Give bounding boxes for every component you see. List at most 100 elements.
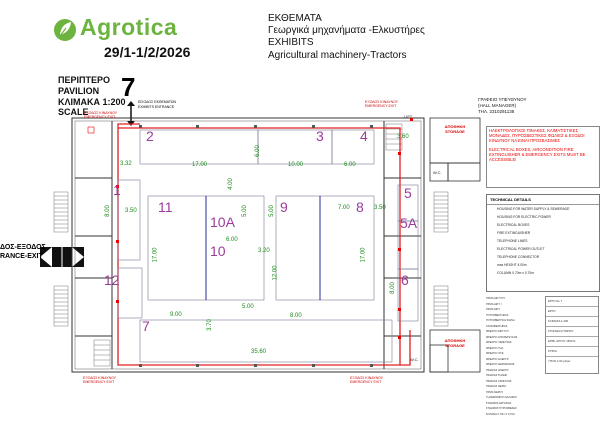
building-outline — [71, 117, 425, 373]
dimension-label: 4.00 — [227, 178, 234, 190]
info-row: ΕΡΓΟ Νο 7 — [546, 297, 598, 307]
emergency-exit-top-right: ΕΞΟΔΟΣ ΚΙΝΔΥΝΟΥ EMERGENCY EXIT — [365, 100, 399, 108]
legend-item: ΦΡΕΑΤΙΟ ΔΙΚΤΥΟΥ — [486, 330, 509, 333]
dimension-label: 17.00 — [192, 162, 208, 168]
dimension-label: 3.50 — [125, 208, 137, 214]
info-row: ΚΤΙΡΙΑ — [546, 347, 598, 357]
legend-item: ΠΡΙΖΑ ΔΙΚΤ. — [486, 308, 501, 311]
info-row: ΥΨΟΣ 4.00 μέτρα — [548, 359, 571, 363]
legend-item: ΠΥΡΟΣΒΕΣΤΙΚΗ ΦΩΛΙΑ — [486, 319, 515, 322]
tech-item: HOUSING FOR WATER SUPPLY & SEWERAGE — [497, 207, 570, 211]
dimension-label: 35.60 — [251, 349, 267, 355]
booth-number: 10A — [210, 214, 235, 230]
pavilion-number: 7 — [121, 72, 136, 102]
dimension-label: 3.32 — [120, 161, 132, 167]
legend-item: ΠΡΙΖΑ ΔΙΚΤΥΟΥ — [486, 297, 506, 300]
exhibits-title-gr: ΕΚΘΕΜΑΤΑ — [268, 13, 322, 24]
dimension-label: 17.00 — [360, 247, 367, 263]
exhibits-subtitle-en: Agricultural machinery-Tractors — [268, 50, 407, 61]
storage-gr: ΑΠΟΘΗΚΗ — [444, 124, 466, 129]
storage-label-bottom: ΑΠΟΘΗΚΗ STORAGE — [431, 338, 479, 348]
booth-number: 5 — [404, 185, 412, 201]
tech-item: max HEIGHT 4.00m — [497, 263, 527, 267]
scale-label-en: SCALE — [58, 107, 89, 117]
storage-en: STORAGE — [445, 129, 465, 134]
wc-label-bottom: W.C. — [410, 357, 419, 362]
legend-item: ΠΡΙΖΑ ΝΕΡΟΥ — [486, 390, 504, 394]
info-row: ΚΛΙΜΑΚΑ 1:200 — [546, 317, 598, 327]
dimension-label: 3.20 — [258, 248, 270, 254]
fire-extinguisher-icons — [87, 118, 413, 339]
pavilion-label-gr: ΠΕΡΙΠΤΕΡΟ — [58, 75, 111, 85]
entrance-label-gr: ΕΙΣΟΔΟΣ ΕΚΘΕΜΑΤΩΝ — [138, 100, 177, 104]
dimension-label: 10.00 — [288, 162, 304, 168]
booth-number: 4 — [360, 128, 368, 144]
tech-item: TELEPHONE LINES — [497, 239, 528, 243]
legend-item: ΤΗΛΕΦΩΝΙΚΟΙ ΘΑΛΑΜΟΙ — [486, 396, 517, 399]
exhibits-title-en: EXHIBITS — [268, 37, 314, 48]
booth-number: 3 — [316, 128, 324, 144]
legend-item: ΠΥΡΟΣΒΕΣΤΗΡΑΣ — [486, 313, 509, 317]
dimension-label: 6.00 — [226, 237, 238, 243]
legend-item: ΠΙΝΑΚΑΣ ΗΛΕΚΤΡ. — [486, 368, 509, 372]
legend-item: ΦΡΕΑΤΙΟ ΟΤΕ — [486, 352, 504, 355]
dimension-label: 3.70 — [206, 319, 213, 331]
scale-label-gr: ΚΛΙΜΑΚΑ 1:200 — [58, 97, 126, 107]
legend-item: ΦΡΕΑΤΙΟ ΥΔΡΕΥΣΗΣ — [486, 341, 512, 344]
manager-label-gr: ΓΡΑΦΕΙΟ ΥΠΕΥΘΥΝΟΥ — [478, 97, 527, 102]
legend-item: ΚΑΤΑΣΒΕΣΤΗΡΑΣ — [486, 324, 508, 328]
booth-number: 6 — [401, 272, 409, 288]
symbol-legend: ΠΡΙΖΑ ΔΙΚΤΥΟΥ ΠΡΙΖΑ ΔΙΚΤ. Ι ΠΡΙΖΑ ΔΙΚΤ. … — [486, 296, 542, 420]
legend-item: ΣΤΑΘΜΟΣ ΠΥΡΟΣΒΕΣΗΣ — [486, 407, 517, 410]
storage-label-top: ΑΠΟΘΗΚΗ STORAGE — [431, 124, 479, 134]
booth-outlines — [117, 129, 419, 363]
dimension-label: 8.00 — [104, 205, 111, 217]
tech-item: COLUMN 0.70m x 0.70m — [497, 271, 535, 275]
emergency-exit-bottom-right: ΕΞΟΔΟΣ ΚΙΝΔΥΝΟΥ EMERGENCY EXIT — [350, 376, 384, 384]
side-exit-arrow-icon — [40, 247, 84, 267]
technical-details-panel: TECHNICAL DETAILS HOUSING FOR WATER SUPP… — [486, 194, 600, 292]
tech-item: TELEPHONE CONNECTOR — [497, 255, 540, 259]
legend-item: ΠΡΙΖΑ ΔΙΚΤ. Ι — [486, 302, 502, 306]
manager-label-en: (HALL MANAGER) — [478, 103, 517, 108]
warning-text-gr: ΗΛΕΚΤΡΟΛΟΓΙΚΟΙ ΠΙΝΑΚΕΣ, ΚΛΙΜΑΤΙΣΤΙΚΕΣ ΜΟ… — [489, 128, 585, 143]
right-annex — [429, 117, 481, 373]
warning-text-en: ELECTRICAL BOXES, AIRCONDITION FIRE EXTI… — [489, 147, 586, 162]
legend-item: ΦΡΕΑΤΙΟ ΗΛΕΚΤΡ. — [486, 357, 509, 361]
lift-label: LIFT — [404, 114, 413, 119]
wc-label-top: W.C. — [433, 170, 442, 175]
dimension-label: 3.60 — [397, 134, 409, 140]
dimension-label: 17.00 — [152, 247, 159, 263]
booth-number: 7 — [142, 318, 150, 334]
stairs — [53, 123, 449, 367]
booth-number: 9 — [280, 199, 288, 215]
booth-number: 1 — [113, 182, 121, 198]
dimension-label: 9.00 — [170, 312, 182, 318]
logo-icon — [54, 19, 76, 41]
info-row: ΣΤΟΙΧΕΙΑ ΚΤΗΡΙΟΥ — [546, 327, 598, 337]
tech-item: ELECTRICAL POWER OUTLET — [497, 247, 545, 251]
info-box: ΕΡΓΟ Νο 7 ΕΡΓΟ ΚΛΙΜΑΚΑ 1:200 ΣΤΟΙΧΕΙΑ ΚΤ… — [545, 296, 599, 374]
dimension-label: 6.00 — [254, 145, 261, 157]
emergency-exit-bottom-left: ΕΞΟΔΟΣ ΚΙΝΔΥΝΟΥ EMERGENCY EXIT — [83, 376, 117, 384]
legend-item: ΦΡΕΑΤΙΟ ΑΠΟΧΕΤΕΥΣΗΣ — [486, 335, 518, 339]
emergency-exit-top-left: ΕΞΟΔΟΣ ΚΙΝΔΥΝΟΥ EMERGENCY EXIT — [84, 111, 118, 119]
event-dates: 29/1-1/2/2026 — [104, 44, 191, 60]
booth-number: 12 — [104, 272, 120, 288]
booth-number: 8 — [356, 199, 364, 215]
exhibits-subtitle-gr: Γεωργικά μηχανήματα -Ελκυστήρες — [268, 25, 425, 36]
tech-item: ELECTRICAL BOXES — [497, 223, 530, 227]
tech-item: FIRE EXTINGUISHER — [497, 231, 531, 235]
dimension-label: 5.00 — [242, 304, 254, 310]
dimension-label: 3.50 — [374, 205, 386, 211]
entrance-label-en: EXHIBITS ENTRANCE — [138, 105, 175, 109]
legend-item: ΣΤΑΘΜΟΣ ΕΡΓΑΣΙΑΣ — [486, 401, 512, 405]
manager-tel: ΤΗΛ. 2310291138 — [478, 109, 515, 114]
side-exit-label-gr: ΔΟΣ-ΕΞΟΔΟΣ — [0, 244, 46, 251]
storage-en: STORAGE — [445, 343, 465, 348]
dimension-label: 8.00 — [290, 313, 302, 319]
columns — [139, 125, 373, 367]
info-row: ΕΠΙΦ. ΑΡΓΟΥ 1560 Ν. — [546, 337, 598, 347]
legend-item: ΠΙΝΑΚΑΣ ΤΗΛΕΦ. — [486, 374, 508, 377]
